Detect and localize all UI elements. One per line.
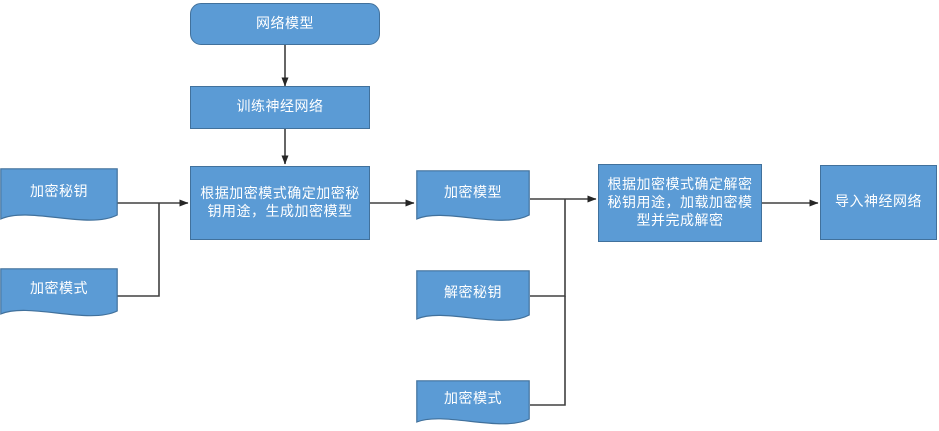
node-encrypt-model[interactable]: 加密模型 [416,170,530,228]
node-encrypt-mode-left-label: 加密模式 [30,281,88,298]
node-decrypt-key[interactable]: 解密秘钥 [416,270,530,328]
node-encrypt-process[interactable]: 根据加密模式确定加密秘钥用途，生成加密模型 [190,166,370,240]
node-encrypt-mode-left[interactable]: 加密模式 [0,268,118,323]
document-shape [416,270,530,321]
node-import-network[interactable]: 导入神经网络 [820,165,937,240]
node-decrypt-key-label: 解密秘钥 [444,284,502,301]
node-encrypt-key[interactable]: 加密秘钥 [0,168,118,228]
document-shape [416,380,530,425]
document-shape [416,170,530,221]
node-encrypt-model-label: 加密模型 [444,184,502,201]
node-encrypt-mode-mid[interactable]: 加密模式 [416,380,530,430]
node-encrypt-mode-mid-label: 加密模式 [444,390,502,407]
node-encrypt-process-label: 根据加密模式确定加密秘钥用途，生成加密模型 [200,185,360,220]
node-network-model-label: 网络模型 [256,15,314,32]
node-decrypt-process-label: 根据加密模式确定解密秘钥用途，加载加密模型并完成解密 [607,176,753,230]
edge-encrypt-mode-left-to-process [117,203,160,297]
node-train-network[interactable]: 训练神经网络 [190,86,370,129]
edge-encrypt-mode-mid-to-decrypt-process [530,296,566,406]
node-import-network-label: 导入神经网络 [835,194,922,211]
node-network-model[interactable]: 网络模型 [190,3,380,45]
node-train-network-label: 训练神经网络 [236,99,324,116]
edge-decrypt-key-to-decrypt-process [530,199,566,297]
node-encrypt-key-label: 加密秘钥 [30,183,88,200]
document-shape [0,268,118,317]
node-decrypt-process[interactable]: 根据加密模式确定解密秘钥用途，加载加密模型并完成解密 [598,164,762,242]
